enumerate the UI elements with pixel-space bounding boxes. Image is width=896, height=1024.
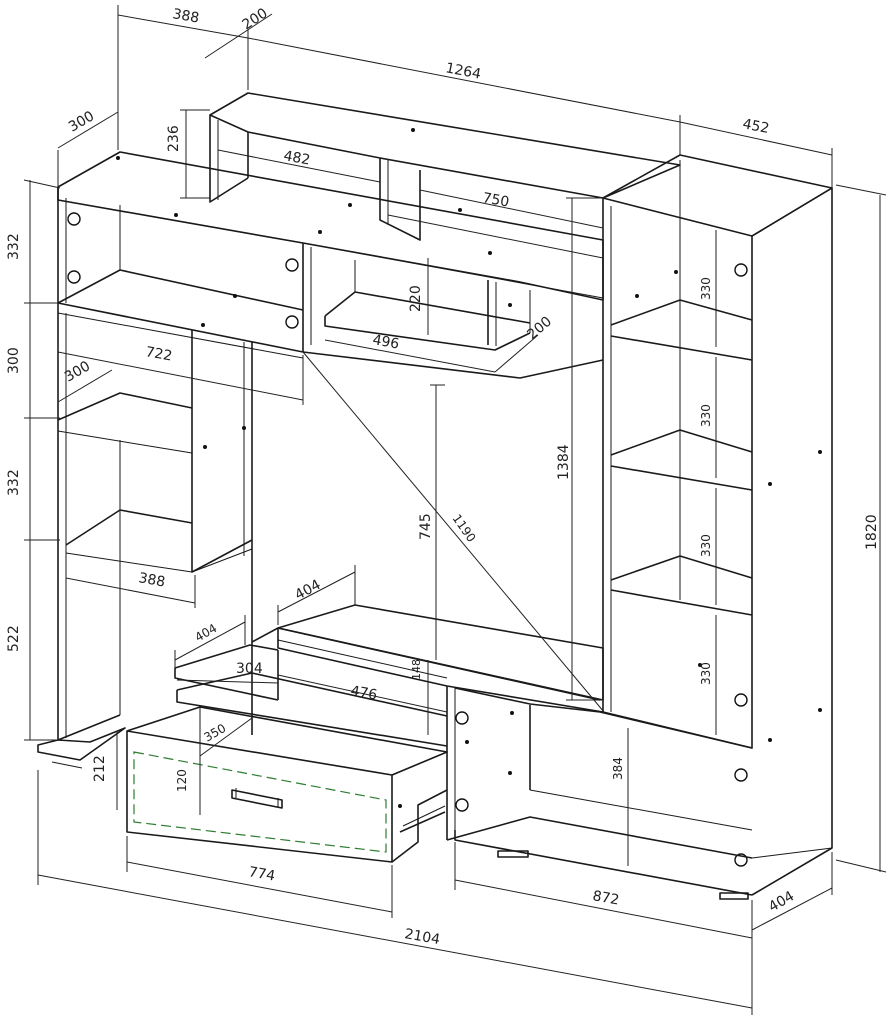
dim-shelf-gap-height: 220 bbox=[408, 285, 424, 312]
dim-drawer-front: 120 bbox=[175, 769, 189, 792]
dim-tv-shelf-width: 476 bbox=[349, 683, 378, 703]
dim-tv-left-depth: 404 bbox=[193, 621, 220, 645]
drawer-handle-icon bbox=[231, 788, 283, 809]
drawer bbox=[126, 706, 448, 863]
right-tall-cabinet bbox=[602, 154, 833, 896]
dim-total-width: 2104 bbox=[403, 926, 441, 948]
dim-small-shelf-height: 236 bbox=[166, 125, 182, 152]
upper-shelf-unit bbox=[57, 92, 681, 379]
dim-tv-small-width: 304 bbox=[236, 661, 263, 677]
dim-top-depth-left: 388 bbox=[171, 6, 200, 26]
dim-drawer-width: 774 bbox=[247, 864, 276, 884]
dim-right-h2: 330 bbox=[699, 404, 713, 427]
dim-middle-shelf-width: 496 bbox=[371, 332, 400, 352]
dim-upper-shelf-width: 750 bbox=[481, 190, 510, 210]
dim-base-depth: 404 bbox=[766, 888, 797, 915]
dim-right-h3: 330 bbox=[699, 534, 713, 557]
dim-diag-height: 1384 bbox=[556, 444, 572, 480]
dim-tv-shelf-depth: 404 bbox=[292, 577, 323, 604]
dim-left-small-depth: 300 bbox=[62, 358, 93, 385]
tv-section bbox=[174, 604, 833, 900]
dim-left-box-width: 722 bbox=[144, 344, 173, 364]
dim-drawer-depth: 350 bbox=[202, 721, 229, 745]
dim-right-cabinet-depth: 452 bbox=[741, 116, 770, 137]
dim-left-shelf-height: 300 bbox=[6, 347, 22, 374]
dim-right-h4: 330 bbox=[699, 662, 713, 685]
dim-left-lower-height: 522 bbox=[6, 625, 22, 652]
dim-left-mid-height: 332 bbox=[6, 469, 22, 496]
dim-diagonal: 1190 bbox=[450, 512, 479, 545]
dim-tv-gap: 148 bbox=[410, 659, 423, 680]
dim-total-height: 1820 bbox=[864, 514, 880, 550]
dim-upper-height: 332 bbox=[6, 233, 22, 260]
dim-left-shelf-width: 388 bbox=[137, 570, 166, 590]
dim-top-depth-small: 200 bbox=[239, 5, 270, 33]
dim-right-h1: 330 bbox=[699, 277, 713, 300]
dim-small-shelf-width: 482 bbox=[282, 148, 311, 168]
dim-overall-upper-width: 1264 bbox=[444, 60, 482, 83]
dim-left-depth: 300 bbox=[66, 108, 97, 135]
dim-center-height: 745 bbox=[418, 513, 434, 540]
dim-base-cab-width: 872 bbox=[591, 888, 620, 908]
dim-middle-shelf-depth: 200 bbox=[524, 314, 555, 343]
dimension-lines bbox=[23, 5, 887, 1015]
dim-low-cab-height: 384 bbox=[611, 757, 625, 780]
dim-drawer-height: 212 bbox=[92, 755, 108, 782]
